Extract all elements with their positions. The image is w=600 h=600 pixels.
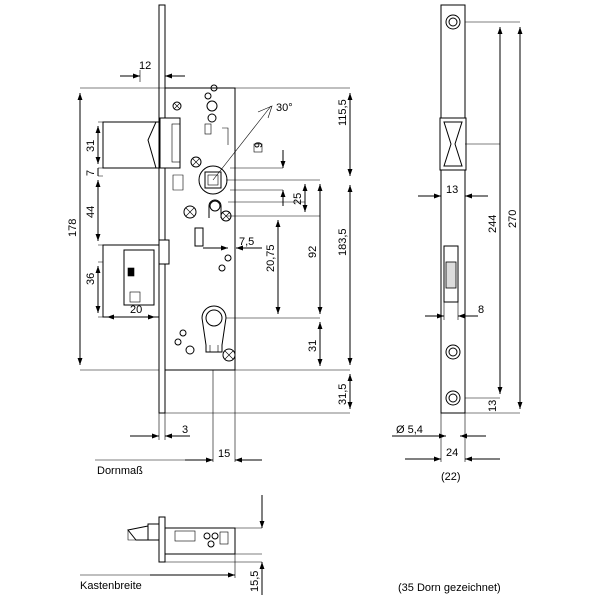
dim-115-5: 115,5 [337, 99, 349, 126]
dim-20-75: 20,75 [265, 244, 277, 272]
dim-13-low: 13 [487, 400, 499, 412]
dim-13-top: 13 [446, 184, 458, 196]
diameter-label: Ø 5,4 [396, 424, 423, 436]
side-view [439, 4, 467, 414]
side-dimensions: 13 244 270 8 13 Ø 5,4 24 (22) [392, 21, 523, 483]
dim-15: 15 [218, 448, 230, 460]
dim-3: 3 [182, 424, 188, 436]
dim-24: 24 [446, 447, 458, 459]
dim-25: 25 [292, 193, 304, 205]
faceplate-side [440, 4, 466, 414]
dim-7-5: 7,5 [239, 236, 254, 248]
dim-244: 244 [487, 215, 499, 233]
dim-12: 12 [139, 60, 151, 72]
dim-183-5: 183,5 [337, 228, 349, 256]
dim-92: 92 [307, 246, 319, 258]
dim-270: 270 [507, 210, 519, 228]
dim-178: 178 [67, 219, 79, 237]
square-symbol [253, 143, 263, 153]
kastenbreite-label: Kastenbreite [80, 580, 142, 592]
dim-31-top: 31 [85, 140, 97, 152]
front-dimensions: 12 115,5 9 31 7 178 44 25 183,5 7,5 20,7… [67, 60, 353, 477]
change-lever-slot [208, 199, 222, 218]
bottom-faceplate [158, 516, 166, 563]
latch-bolt [102, 117, 181, 169]
dim-44: 44 [85, 206, 97, 218]
follower [198, 165, 228, 195]
faceplate-strip [158, 4, 166, 414]
bottom-screw-hole [445, 390, 461, 406]
dead-bolt [102, 239, 170, 318]
bottom-view [127, 516, 236, 563]
bottom-bolt [147, 523, 160, 541]
bottom-dimensions: 15,5 Kastenbreite [80, 495, 265, 595]
angle-line [212, 105, 272, 181]
latch-opening [439, 117, 467, 171]
top-screw-hole [445, 14, 461, 30]
drawing-note: (35 Dorn gezeichnet) [398, 582, 501, 594]
angle-arc [257, 105, 273, 119]
angle-label: 30° [276, 102, 293, 114]
front-view [102, 4, 273, 414]
dim-31-5: 31,5 [337, 384, 349, 405]
dim-15-5: 15,5 [249, 571, 261, 592]
cylinder-hole [201, 305, 227, 353]
dim-8: 8 [478, 304, 484, 316]
dim-9: 9 [253, 142, 265, 148]
dim-20: 20 [130, 304, 142, 316]
dornmass-label: Dornmaß [97, 465, 143, 477]
dim-7: 7 [85, 170, 97, 176]
dim-36: 36 [85, 273, 97, 285]
bracket-22-label: (22) [441, 471, 461, 483]
dim-31-low: 31 [307, 340, 319, 352]
bottom-latch [127, 525, 149, 541]
middle-screw-hole [445, 344, 461, 360]
deadbolt-opening [443, 245, 459, 303]
